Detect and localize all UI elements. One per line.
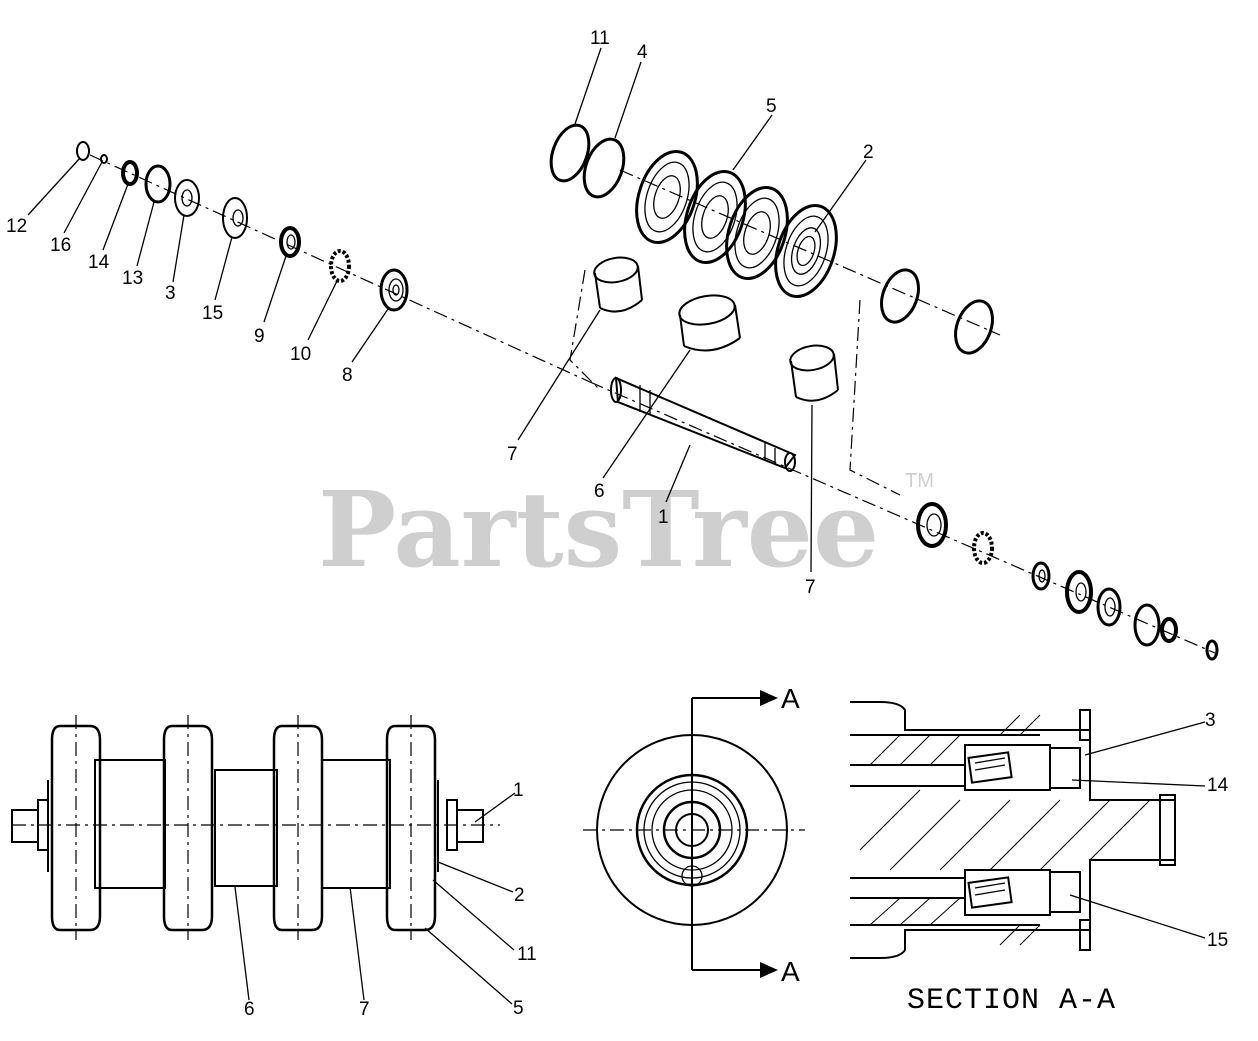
part-15-collar	[222, 197, 248, 239]
callout-9: 9	[254, 326, 265, 347]
assembly-view: 1 2 11 5 6 7	[11, 715, 537, 1020]
end-view: A A	[583, 683, 805, 987]
callout-13: 13	[122, 268, 143, 289]
callout-15: 15	[202, 303, 223, 324]
right-retaining-ring-10	[972, 531, 994, 565]
right-washer-3	[1096, 587, 1122, 627]
assembly-callout-11: 11	[517, 944, 537, 965]
section-callout-3: 3	[1205, 710, 1216, 731]
callout-14: 14	[88, 252, 110, 273]
roller-flange-2	[683, 169, 747, 265]
assembly-callout-6: 6	[244, 999, 255, 1020]
right-collar-15	[1065, 570, 1093, 614]
part-3-washer	[174, 179, 200, 217]
watermark-brand: PartsTree	[318, 468, 879, 591]
exploded-axis	[89, 154, 1216, 654]
bushing-6	[678, 294, 741, 352]
exploded-callouts: 12 16 14 13 3 15 9 10 8 11 4 5 2 7 6 1 7	[6, 28, 874, 598]
part-12-snap-ring	[76, 141, 90, 161]
part-13-o-ring	[144, 164, 172, 204]
callout-16: 16	[50, 235, 71, 256]
callout-7-right: 7	[805, 577, 816, 598]
shaft-1	[610, 376, 797, 472]
watermark-trademark: TM	[905, 470, 934, 492]
part-8-bearing	[379, 268, 409, 312]
part-11-ring	[549, 123, 591, 183]
section-marker-top: A	[781, 683, 800, 714]
exploded-top-rings	[549, 123, 626, 199]
roller-flange-1	[635, 149, 699, 245]
section-title: SECTION A-A	[907, 984, 1116, 1018]
assembly-flange-1	[47, 724, 102, 932]
part-10-retaining-ring	[329, 249, 351, 283]
right-ring-4	[880, 268, 920, 324]
assembly-callout-7: 7	[359, 999, 370, 1020]
assembly-callout-1: 1	[513, 780, 524, 801]
bushing-7-right	[789, 344, 839, 402]
assembly-callout-2: 2	[514, 885, 525, 906]
section-callout-15: 15	[1207, 930, 1228, 951]
section-bearings	[967, 751, 1013, 909]
part-16-pin	[100, 154, 108, 164]
part-14-seal	[121, 160, 139, 186]
right-bearing-8	[916, 502, 948, 548]
callout-4-top: 4	[637, 42, 648, 63]
section-hatching	[859, 714, 1151, 946]
callout-3: 3	[165, 283, 176, 304]
exploded-leaders	[27, 47, 867, 573]
callout-1-center: 1	[658, 507, 669, 528]
callout-5-top: 5	[766, 96, 777, 117]
part-4-ring	[582, 137, 626, 199]
roller-flange-3	[725, 185, 789, 281]
assembly-flange-4	[385, 724, 439, 932]
roller-flange-4	[774, 203, 838, 299]
callout-10: 10	[290, 344, 311, 365]
right-o-ring-13	[1133, 603, 1161, 647]
callout-8: 8	[342, 365, 353, 386]
exploded-left-parts	[76, 141, 409, 312]
right-ring-11	[954, 299, 994, 355]
roller-body-exploded	[635, 149, 838, 299]
assembly-flange-2	[162, 724, 214, 932]
callout-6-center: 6	[594, 481, 605, 502]
section-marker-bottom: A	[781, 956, 800, 987]
section-callout-14: 14	[1207, 775, 1229, 796]
assembly-callout-5: 5	[513, 998, 524, 1019]
bushing-7-left	[593, 256, 643, 313]
exploded-right-parts	[880, 268, 1219, 661]
section-a-a-view: 3 14 15 SECTION A-A	[850, 701, 1229, 1018]
callout-7-left: 7	[507, 444, 518, 465]
right-seal-9	[1031, 561, 1051, 591]
callout-11-top: 11	[590, 28, 610, 49]
right-snap-ring-12	[1205, 639, 1219, 661]
assembly-flange-3	[272, 724, 324, 932]
callout-12: 12	[6, 216, 27, 237]
part-9-seal	[279, 226, 301, 258]
right-seal-14	[1160, 617, 1178, 643]
callout-2-top: 2	[863, 142, 874, 163]
